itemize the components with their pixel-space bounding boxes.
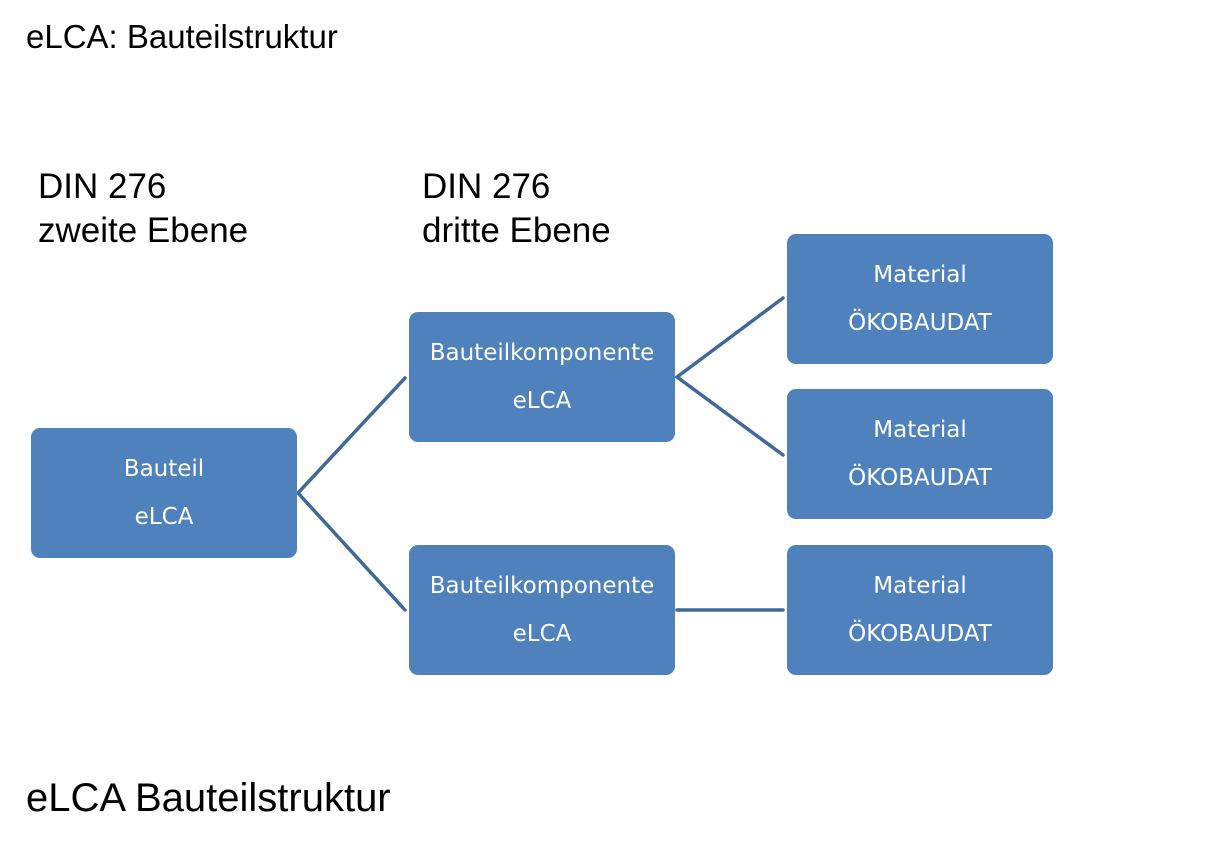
- node-bauteil: Bauteil eLCA: [31, 428, 297, 558]
- connector-bauteil-component-2: [296, 491, 407, 612]
- node-component-1: Bauteilkomponente eLCA: [409, 312, 675, 442]
- connector-component-1-material-2: [675, 375, 785, 457]
- node-material-3-line2: ÖKOBAUDAT: [848, 621, 992, 647]
- node-bauteil-line2: eLCA: [134, 504, 194, 530]
- node-material-1-line2: ÖKOBAUDAT: [848, 310, 992, 336]
- node-material-1: Material ÖKOBAUDAT: [787, 234, 1053, 364]
- footer-title: eLCA Bauteilstruktur: [26, 776, 391, 820]
- node-component-2-line2: eLCA: [512, 621, 572, 647]
- connector-bauteil-component-1: [296, 376, 407, 495]
- node-material-2-line1: Material: [873, 417, 967, 443]
- node-bauteil-line1: Bauteil: [123, 456, 205, 482]
- node-component-2: Bauteilkomponente eLCA: [409, 545, 675, 675]
- level-label-third: DIN 276 dritte Ebene: [422, 165, 611, 253]
- node-component-1-line1: Bauteilkomponente: [429, 340, 655, 366]
- level-second-line2: zweite Ebene: [38, 211, 249, 250]
- node-component-1-line2: eLCA: [512, 388, 572, 414]
- node-component-2-line1: Bauteilkomponente: [429, 573, 655, 599]
- node-material-2-line2: ÖKOBAUDAT: [848, 465, 992, 491]
- connector-component-1-material-1: [675, 296, 785, 379]
- node-material-3: Material ÖKOBAUDAT: [787, 545, 1053, 675]
- node-material-1-line1: Material: [873, 262, 967, 288]
- page-title: eLCA: Bauteilstruktur: [26, 18, 338, 55]
- level-third-line1: DIN 276: [422, 167, 551, 206]
- level-third-line2: dritte Ebene: [422, 211, 611, 250]
- level-label-second: DIN 276 zweite Ebene: [38, 165, 248, 253]
- node-material-2: Material ÖKOBAUDAT: [787, 389, 1053, 519]
- level-second-line1: DIN 276: [38, 167, 167, 206]
- node-material-3-line1: Material: [873, 573, 967, 599]
